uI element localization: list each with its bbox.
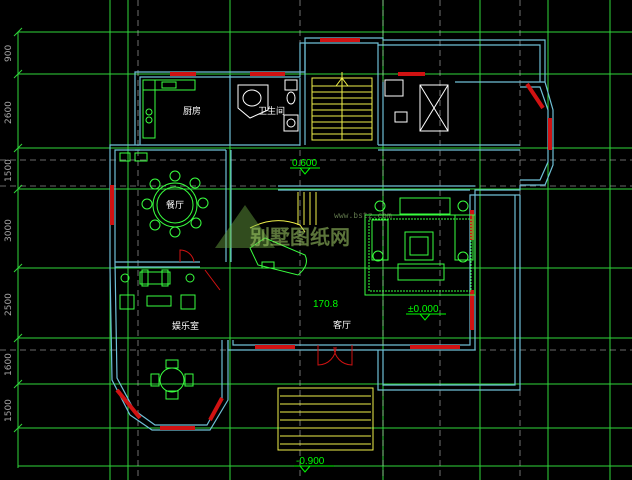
level-entry: -0.900 [296,456,325,467]
main-stairs [311,72,373,141]
room-label-entertainment: 娱乐室 [172,320,199,332]
left-dimension-ticks [13,27,23,433]
level-upper: 0.600 [292,158,317,169]
upper-right-furniture [384,79,449,132]
watermark-url: www.bstz.com [334,211,392,220]
dim-2600: 2600 [4,101,14,124]
level-marks: 0.600 ±0.000 -0.900 170.8 [290,158,446,473]
dim-2500: 2500 [4,293,14,316]
bathroom-fixtures [237,79,299,132]
watermark-text: 别墅图纸网 [249,225,350,249]
living-furniture [364,197,476,296]
area-value: 170.8 [313,299,338,310]
windows [110,38,552,430]
kitchen-counters [142,79,196,139]
piano [249,237,307,276]
room-label-dining: 餐厅 [166,199,184,211]
side-stairs [249,192,317,233]
dim-900: 900 [4,45,14,62]
doors [179,249,353,366]
room-label-living: 客厅 [333,319,351,331]
watermark: 别墅图纸网 www.bstz.com [215,205,392,249]
level-living: ±0.000 [408,304,439,315]
entertainment-furniture [119,269,196,400]
dim-1500-b: 1500 [4,399,14,422]
entry-stairs [277,387,374,451]
room-label-kitchen: 厨房 [183,105,201,117]
dining-table-set [119,152,209,238]
dim-1500-a: 1500 [4,159,14,182]
dim-3000: 3000 [4,219,14,242]
dim-1600: 1600 [4,353,14,376]
room-label-bathroom: 卫生间 [258,105,285,117]
